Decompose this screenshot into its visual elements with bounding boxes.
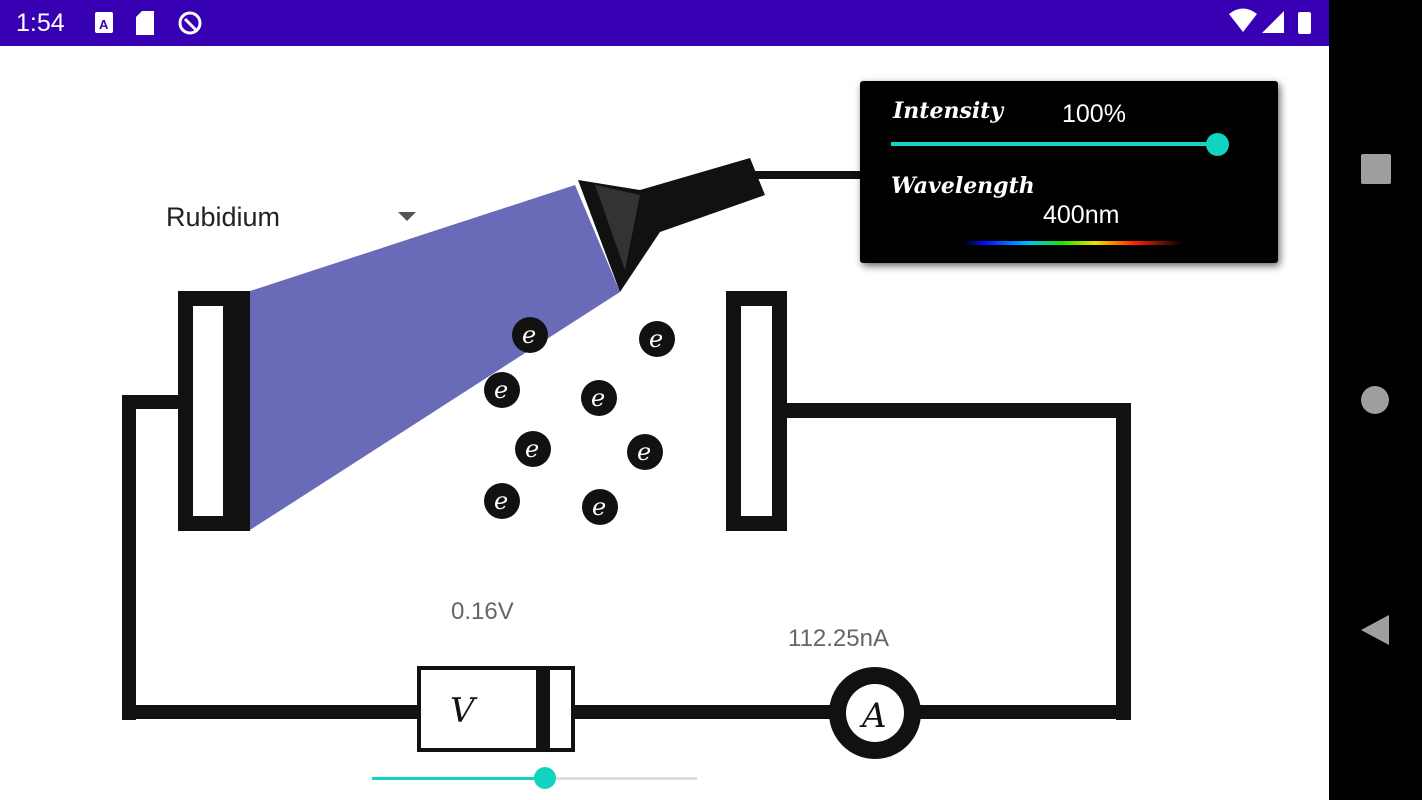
wavelength-value: 400nm <box>1043 201 1120 229</box>
electron: e <box>515 431 551 467</box>
intensity-value: 100% <box>1062 100 1126 128</box>
intensity-slider[interactable] <box>891 142 1218 146</box>
electron: e <box>582 489 618 525</box>
voltage-slider-fill <box>372 777 545 780</box>
chevron-down-icon <box>398 212 416 221</box>
electron: e <box>484 483 520 519</box>
intensity-label: Intensity <box>893 98 1004 124</box>
intensity-slider-thumb[interactable] <box>1206 133 1229 156</box>
current-reading: 112.25nA <box>788 625 889 652</box>
lamp-icon <box>578 158 875 292</box>
electron: e <box>627 434 663 470</box>
light-beam <box>250 185 620 530</box>
data-saver-icon <box>178 11 202 35</box>
wavelength-spectrum-slider[interactable] <box>963 241 1183 245</box>
svg-text:e: e <box>525 435 539 463</box>
clock: 1:54 <box>16 9 65 37</box>
wavelength-label: Wavelength <box>891 173 1035 199</box>
svg-text:e: e <box>591 384 605 412</box>
svg-text:e: e <box>637 438 651 466</box>
left-wire <box>122 395 136 720</box>
navigation-bar <box>1329 0 1422 800</box>
electron: e <box>639 321 675 357</box>
svg-text:e: e <box>592 493 606 521</box>
sd-card-icon <box>136 11 154 35</box>
svg-text:e: e <box>494 487 508 515</box>
a-notification-icon: A <box>95 12 113 33</box>
electron: e <box>512 317 548 353</box>
ammeter: A <box>829 667 921 759</box>
svg-text:e: e <box>522 321 536 349</box>
signal-icon <box>1262 11 1284 33</box>
metal-selected: Rubidium <box>166 202 281 232</box>
svg-text:A: A <box>99 17 109 32</box>
right-wire <box>1116 403 1131 720</box>
home-button[interactable] <box>1361 386 1389 414</box>
voltmeter-symbol: V <box>450 691 478 731</box>
ammeter-symbol: A <box>859 696 887 736</box>
light-control-panel: Intensity 100% Wavelength 400nm <box>860 81 1278 263</box>
cathode-plate <box>178 291 250 531</box>
recents-button[interactable] <box>1361 154 1391 184</box>
svg-text:e: e <box>494 376 508 404</box>
metal-dropdown[interactable]: Rubidium <box>166 202 426 236</box>
anode-plate <box>726 291 787 531</box>
battery-icon <box>1298 12 1311 34</box>
voltage-reading: 0.16V <box>451 598 514 625</box>
status-bar: 1:54 A <box>0 0 1329 46</box>
electron: e <box>484 372 520 408</box>
voltage-slider-thumb[interactable] <box>534 767 556 789</box>
back-button[interactable] <box>1361 615 1389 645</box>
svg-text:e: e <box>649 325 663 353</box>
wifi-icon <box>1229 8 1257 32</box>
voltmeter: V <box>417 666 575 752</box>
electron: e <box>581 380 617 416</box>
bottom-wire <box>122 705 420 719</box>
